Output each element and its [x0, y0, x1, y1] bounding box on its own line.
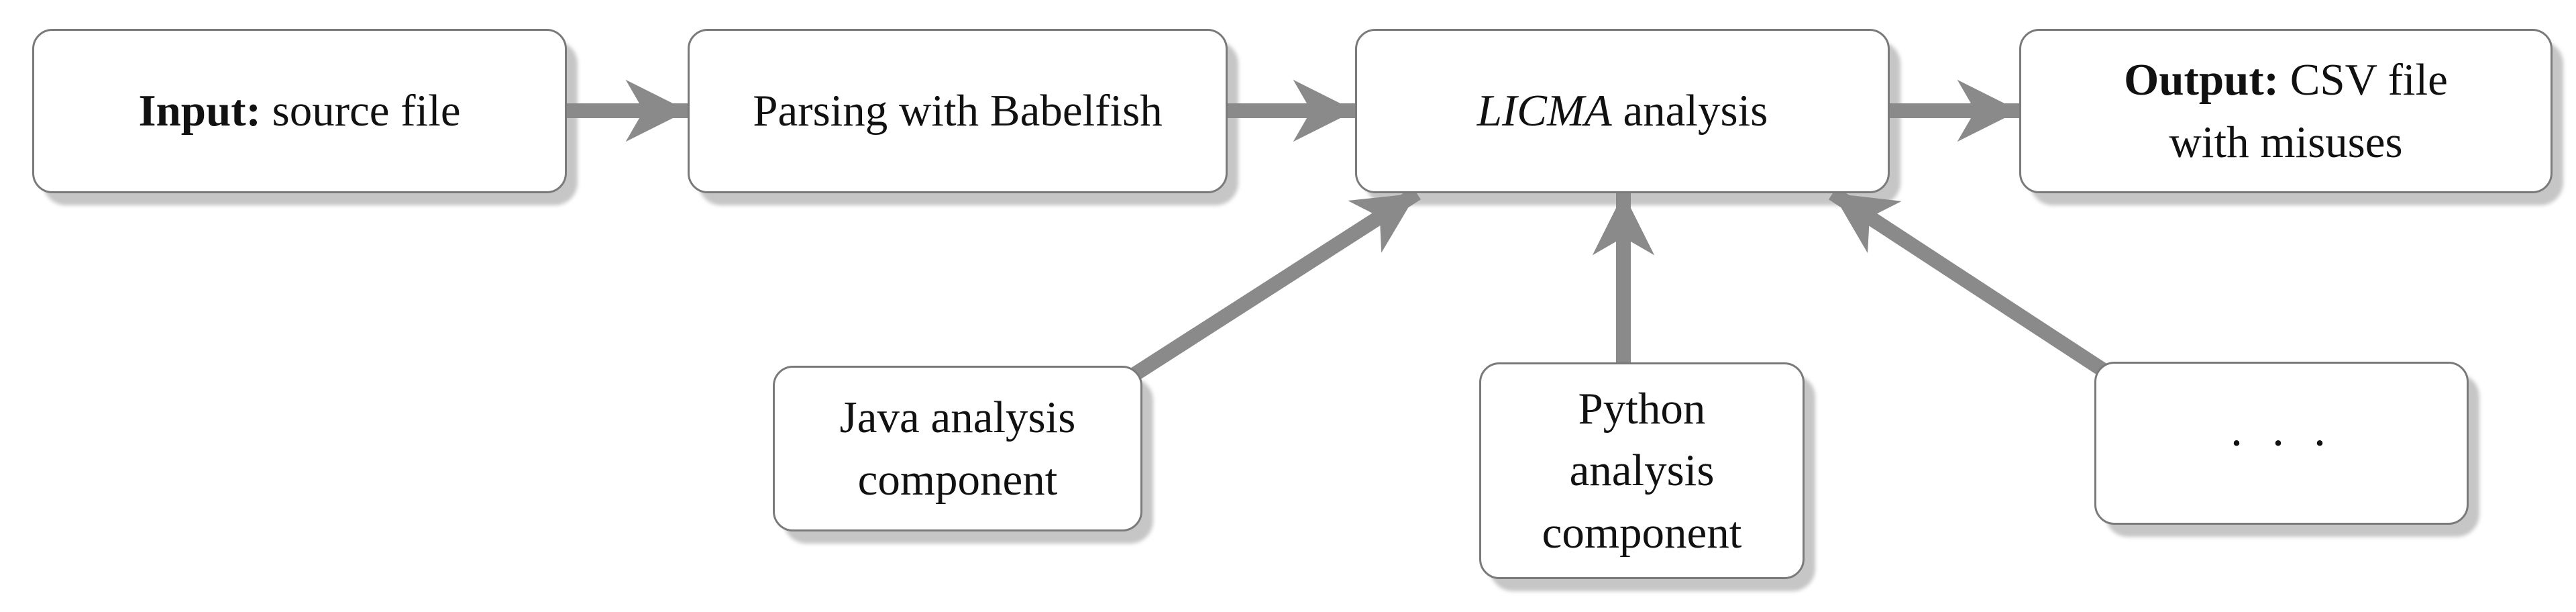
node-python-component: Python analysis component: [1479, 362, 1805, 579]
node-output: Output: CSV file with misuses: [2019, 29, 2553, 193]
node-input-bold-prefix: Input:: [138, 86, 261, 136]
node-licma-text: analysis: [1611, 86, 1768, 136]
node-output-line2: with misuses: [2169, 117, 2403, 167]
node-output-bold-prefix: Output:: [2124, 55, 2279, 105]
node-licma-italic-name: LICMA: [1477, 86, 1612, 136]
node-output-line1: Output: CSV file: [2124, 49, 2448, 111]
node-java-component: Java analysis component: [773, 366, 1142, 531]
node-python-line2: analysis: [1569, 446, 1715, 496]
node-input-label: Input: source file: [138, 80, 460, 142]
node-output-text: CSV file: [2278, 55, 2448, 105]
node-parsing-label: Parsing with Babelfish: [753, 86, 1163, 136]
node-licma: LICMA analysis: [1355, 29, 1890, 193]
arrow-dots-to-licma: [1828, 187, 2114, 381]
arrow-java-to-licma: [1128, 187, 1421, 382]
node-input: Input: source file: [32, 29, 567, 193]
node-java-line2: component: [857, 454, 1058, 505]
node-ellipsis-label: · · ·: [2229, 415, 2334, 470]
node-parsing: Parsing with Babelfish: [688, 29, 1228, 193]
node-input-text: source file: [260, 86, 461, 136]
node-python-line1: Python: [1578, 383, 1706, 434]
node-python-line3: component: [1542, 507, 1742, 558]
node-java-line1: Java analysis: [839, 393, 1076, 443]
node-ellipsis-component: · · ·: [2094, 362, 2469, 525]
node-licma-label: LICMA analysis: [1477, 80, 1768, 142]
